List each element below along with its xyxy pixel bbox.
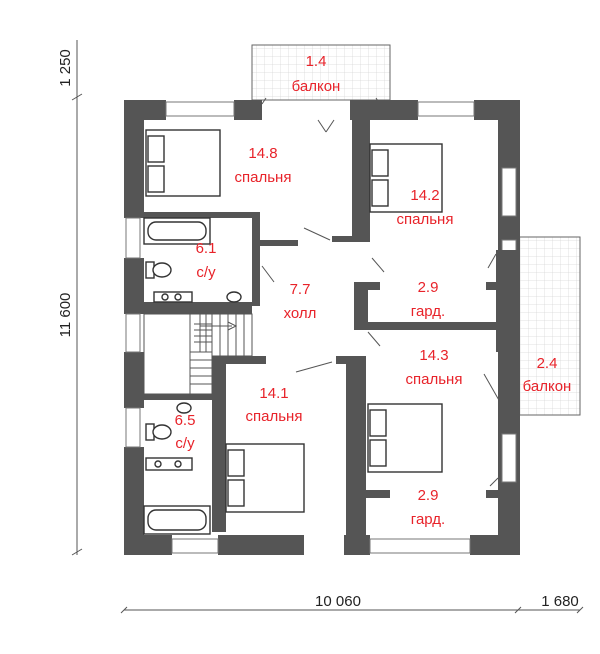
bed-e bbox=[367, 403, 443, 473]
dim-left-main: 11 600 bbox=[57, 293, 74, 338]
svg-text:14.1: 14.1 bbox=[259, 385, 288, 402]
staircase bbox=[143, 313, 253, 395]
room-label-bath-bottom: 6.5 с/у bbox=[175, 412, 196, 452]
bathtub-top bbox=[143, 217, 211, 245]
toilet-top bbox=[145, 261, 172, 279]
bathtub-bottom bbox=[143, 505, 211, 535]
svg-text:балкон: балкон bbox=[292, 78, 341, 95]
vanity-bottom bbox=[145, 457, 193, 471]
room-label-bedroom-nw: 14.8 спальня bbox=[235, 145, 292, 186]
svg-text:гард.: гард. bbox=[411, 303, 445, 320]
svg-text:7.7: 7.7 bbox=[290, 281, 311, 298]
svg-text:балкон: балкон bbox=[523, 378, 572, 395]
room-label-wardrobe-2: 2.9 гард. bbox=[411, 487, 445, 528]
room-label-bedroom-ne: 14.2 спальня bbox=[397, 187, 454, 228]
svg-text:спальня: спальня bbox=[235, 169, 292, 186]
svg-text:гард.: гард. bbox=[411, 511, 445, 528]
bed-nw bbox=[145, 129, 221, 197]
svg-text:14.8: 14.8 bbox=[248, 145, 277, 162]
bed-ne bbox=[369, 143, 443, 213]
room-label-bedroom-sw: 14.1 спальня bbox=[246, 385, 303, 425]
room-label-wardrobe-1: 2.9 гард. bbox=[411, 279, 445, 320]
dim-bottom-right: 1 680 bbox=[541, 593, 579, 610]
room-label-bedroom-e: 14.3 спальня bbox=[406, 347, 463, 388]
svg-text:холл: холл bbox=[284, 305, 317, 322]
svg-text:с/у: с/у bbox=[196, 264, 216, 281]
dimension-lines bbox=[71, 40, 584, 614]
vanity-top bbox=[153, 291, 242, 303]
room-label-balcony-top: 1.4 балкон bbox=[292, 53, 341, 95]
bed-sw bbox=[225, 443, 305, 513]
svg-text:6.1: 6.1 bbox=[196, 240, 217, 257]
svg-text:2.9: 2.9 bbox=[418, 279, 439, 296]
balcony-top-floor bbox=[251, 44, 391, 101]
svg-text:спальня: спальня bbox=[246, 408, 303, 425]
svg-text:с/у: с/у bbox=[175, 435, 195, 452]
room-label-bath-top: 6.1 с/у bbox=[196, 240, 217, 281]
svg-text:6.5: 6.5 bbox=[175, 412, 196, 429]
dim-bottom-main: 10 060 bbox=[315, 593, 361, 610]
svg-text:спальня: спальня bbox=[406, 371, 463, 388]
svg-text:спальня: спальня bbox=[397, 211, 454, 228]
svg-text:2.4: 2.4 bbox=[537, 355, 558, 372]
balcony-right-floor bbox=[516, 236, 581, 416]
room-label-hall: 7.7 холл bbox=[284, 281, 317, 322]
door-swings bbox=[261, 97, 501, 487]
svg-text:1.4: 1.4 bbox=[306, 53, 327, 70]
room-label-balcony-right: 2.4 балкон bbox=[523, 355, 572, 395]
svg-text:14.2: 14.2 bbox=[410, 187, 439, 204]
interior-walls bbox=[144, 120, 518, 536]
svg-text:14.3: 14.3 bbox=[419, 347, 448, 364]
svg-text:2.9: 2.9 bbox=[418, 487, 439, 504]
dim-left-top: 1 250 bbox=[57, 49, 74, 87]
sink-bottom bbox=[176, 402, 192, 414]
toilet-bottom bbox=[145, 423, 172, 441]
